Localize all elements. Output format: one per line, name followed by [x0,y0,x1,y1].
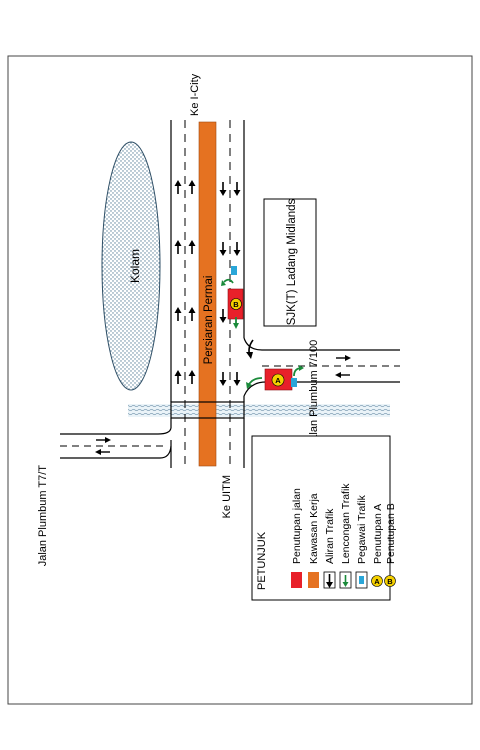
legend-label-diversion: Lencongan Trafik [340,483,352,564]
officer-icon [291,378,297,387]
legend-label-work-zone: Kawasan Kerja [308,493,320,564]
persiaran-label: Persiaran Permai [203,276,215,365]
legend-work-zone-swatch [308,572,319,588]
legend-title: PETUNJUK [256,531,268,590]
closure-a: A [246,365,304,391]
legend-closure-a-letter: A [374,577,380,586]
jalan-7-100-label: Jalan Plumbum 7/100 [308,340,320,446]
page-border [7,55,473,705]
side-road-t7 [60,427,172,459]
legend-closure-b-symbol: B [384,575,396,587]
officer-icon [231,266,237,275]
legend-closure-a-symbol: A [371,575,383,587]
legend-label-closure-a: Penutupan A [372,504,384,564]
work-zone-median [198,121,217,467]
pond [101,141,161,391]
ke-icity-label: Ke I-City [189,73,201,116]
closure-b: B [221,266,244,329]
school-box [263,198,317,327]
legend-officer-symbol [355,571,368,589]
legend-label-road-closure: Penutupan jalan [291,488,303,564]
legend-label-officer: Pegawai Trafik [356,494,368,564]
closure-a-symbol: A [275,376,281,385]
river [128,404,390,417]
bridge [170,401,245,419]
legend-traffic-flow-symbol [323,571,336,589]
legend: PETUNJUK A B Penutupan jalan Kawasan K [251,435,397,601]
jalan-t7-label: Jalan Plumbum T7/T [37,465,49,567]
legend-label-traffic-flow: Aliran Trafik [324,508,336,564]
closure-b-symbol: B [233,300,239,309]
school-label: SJK(T) Ladang Midlands [286,198,298,325]
legend-diversion-symbol [339,571,352,589]
diversion-arrow-icon [223,278,234,284]
pond-label: Kolam [128,249,142,283]
ke-uitm-label: Ke UITM [221,475,233,518]
legend-road-closure-swatch [291,572,302,588]
legend-closure-b-letter: B [387,577,393,586]
main-road [170,120,245,468]
legend-label-closure-b: Penutupan B [385,503,397,564]
